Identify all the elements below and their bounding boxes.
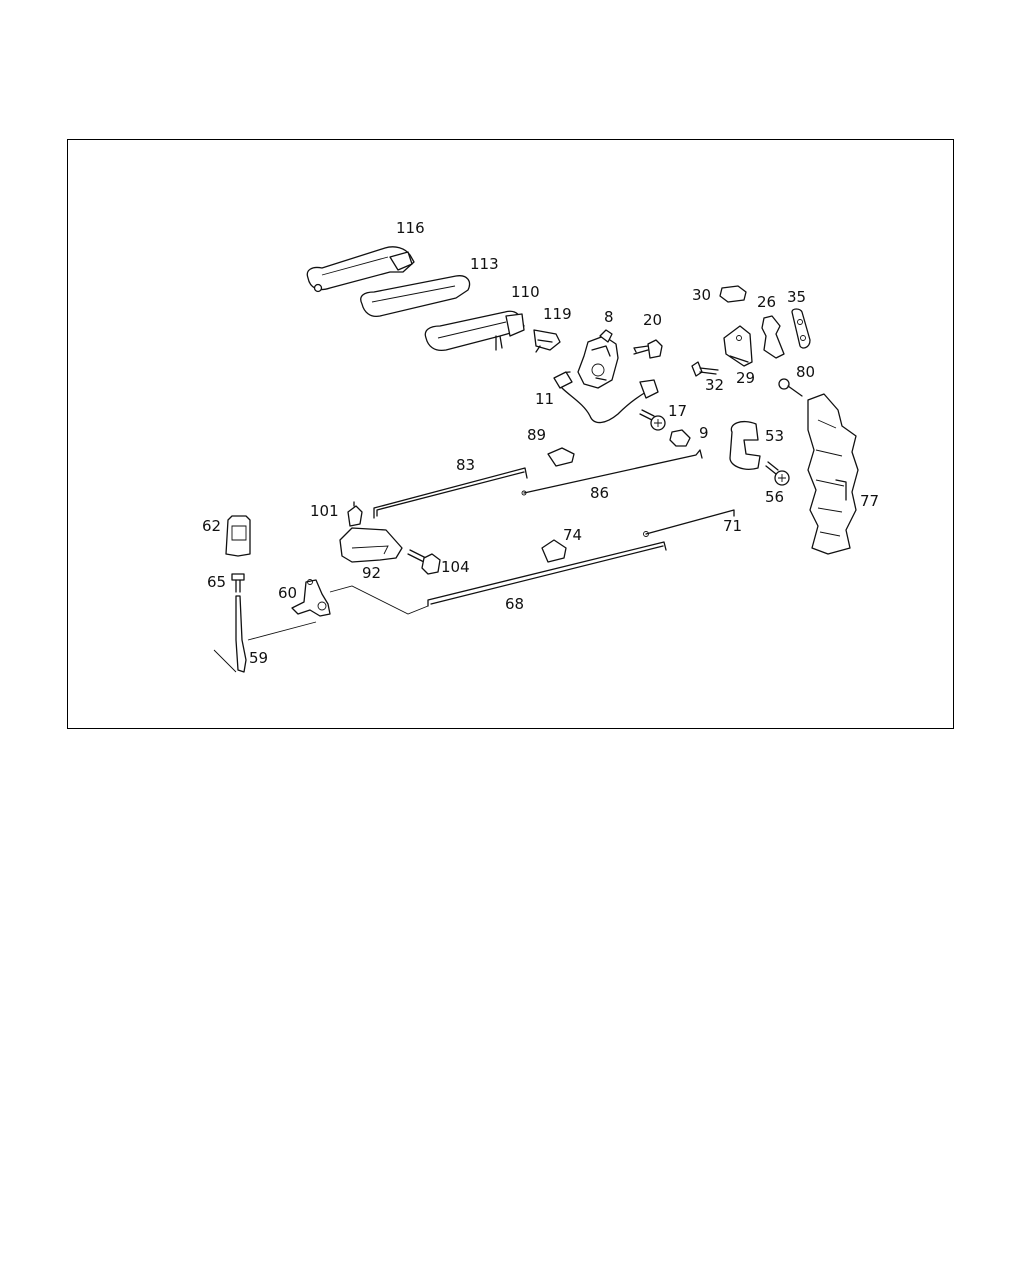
label-35: 35: [787, 288, 806, 306]
part-92-inner-handle: [339, 527, 403, 563]
part-26-shim: [761, 315, 785, 359]
part-17-screw: [639, 409, 666, 431]
label-71: 71: [723, 517, 742, 535]
part-59-rod: [213, 595, 317, 673]
part-101-clip: [347, 501, 363, 527]
label-68: 68: [505, 595, 524, 613]
part-104-bolt: [407, 549, 441, 575]
label-83: 83: [456, 456, 475, 474]
part-11-lock-cable: [553, 371, 659, 424]
label-92: 92: [362, 564, 381, 582]
part-110-handle-carrier: [424, 310, 525, 352]
label-17: 17: [668, 402, 687, 420]
label-53: 53: [765, 427, 784, 445]
label-60: 60: [278, 584, 297, 602]
part-32-screw: [691, 361, 719, 377]
label-101: 101: [310, 502, 339, 520]
label-116: 116: [396, 219, 425, 237]
part-71-rod: [643, 509, 735, 537]
part-65-pin: [231, 573, 245, 593]
label-59: 59: [249, 649, 268, 667]
label-32: 32: [705, 376, 724, 394]
label-119: 119: [543, 305, 572, 323]
label-104: 104: [441, 558, 470, 576]
part-62-housing: [225, 515, 251, 557]
label-110: 110: [511, 283, 540, 301]
label-65: 65: [207, 573, 226, 591]
part-20-bolt: [633, 339, 663, 359]
label-77: 77: [860, 492, 879, 510]
part-9-bumper: [669, 429, 691, 447]
label-11: 11: [535, 390, 554, 408]
label-86: 86: [590, 484, 609, 502]
part-56-screw: [765, 461, 790, 486]
label-56: 56: [765, 488, 784, 506]
label-26: 26: [757, 293, 776, 311]
label-30: 30: [692, 286, 711, 304]
part-83-rod: [373, 467, 528, 519]
part-116-outer-handle: [306, 246, 415, 293]
part-86-rod: [521, 449, 703, 496]
label-20: 20: [643, 311, 662, 329]
part-number-labels: 116 113 110 119 8 20 30 26 35 29 32 80 1…: [202, 219, 879, 667]
label-9: 9: [699, 424, 709, 442]
part-77-insulation: [807, 393, 859, 555]
label-113: 113: [470, 255, 499, 273]
label-89: 89: [527, 426, 546, 444]
label-80: 80: [796, 363, 815, 381]
label-8: 8: [604, 308, 614, 326]
diagram-frame: [67, 139, 954, 729]
label-62: 62: [202, 517, 221, 535]
part-29-striker: [723, 325, 753, 367]
part-8-door-lock: [577, 329, 619, 389]
label-29: 29: [736, 369, 755, 387]
part-35-plate: [791, 308, 811, 349]
part-53-buffer: [729, 420, 761, 470]
part-80-screw: [778, 378, 803, 397]
part-30-nut: [719, 285, 747, 303]
part-89-clip: [547, 447, 575, 467]
part-60-bellcrank: [291, 579, 331, 617]
part-68-rod: [329, 541, 667, 615]
label-74: 74: [563, 526, 582, 544]
part-113-handle-gasket: [360, 275, 471, 318]
part-119-clip: [533, 329, 561, 353]
part-74-clip: [541, 539, 567, 563]
